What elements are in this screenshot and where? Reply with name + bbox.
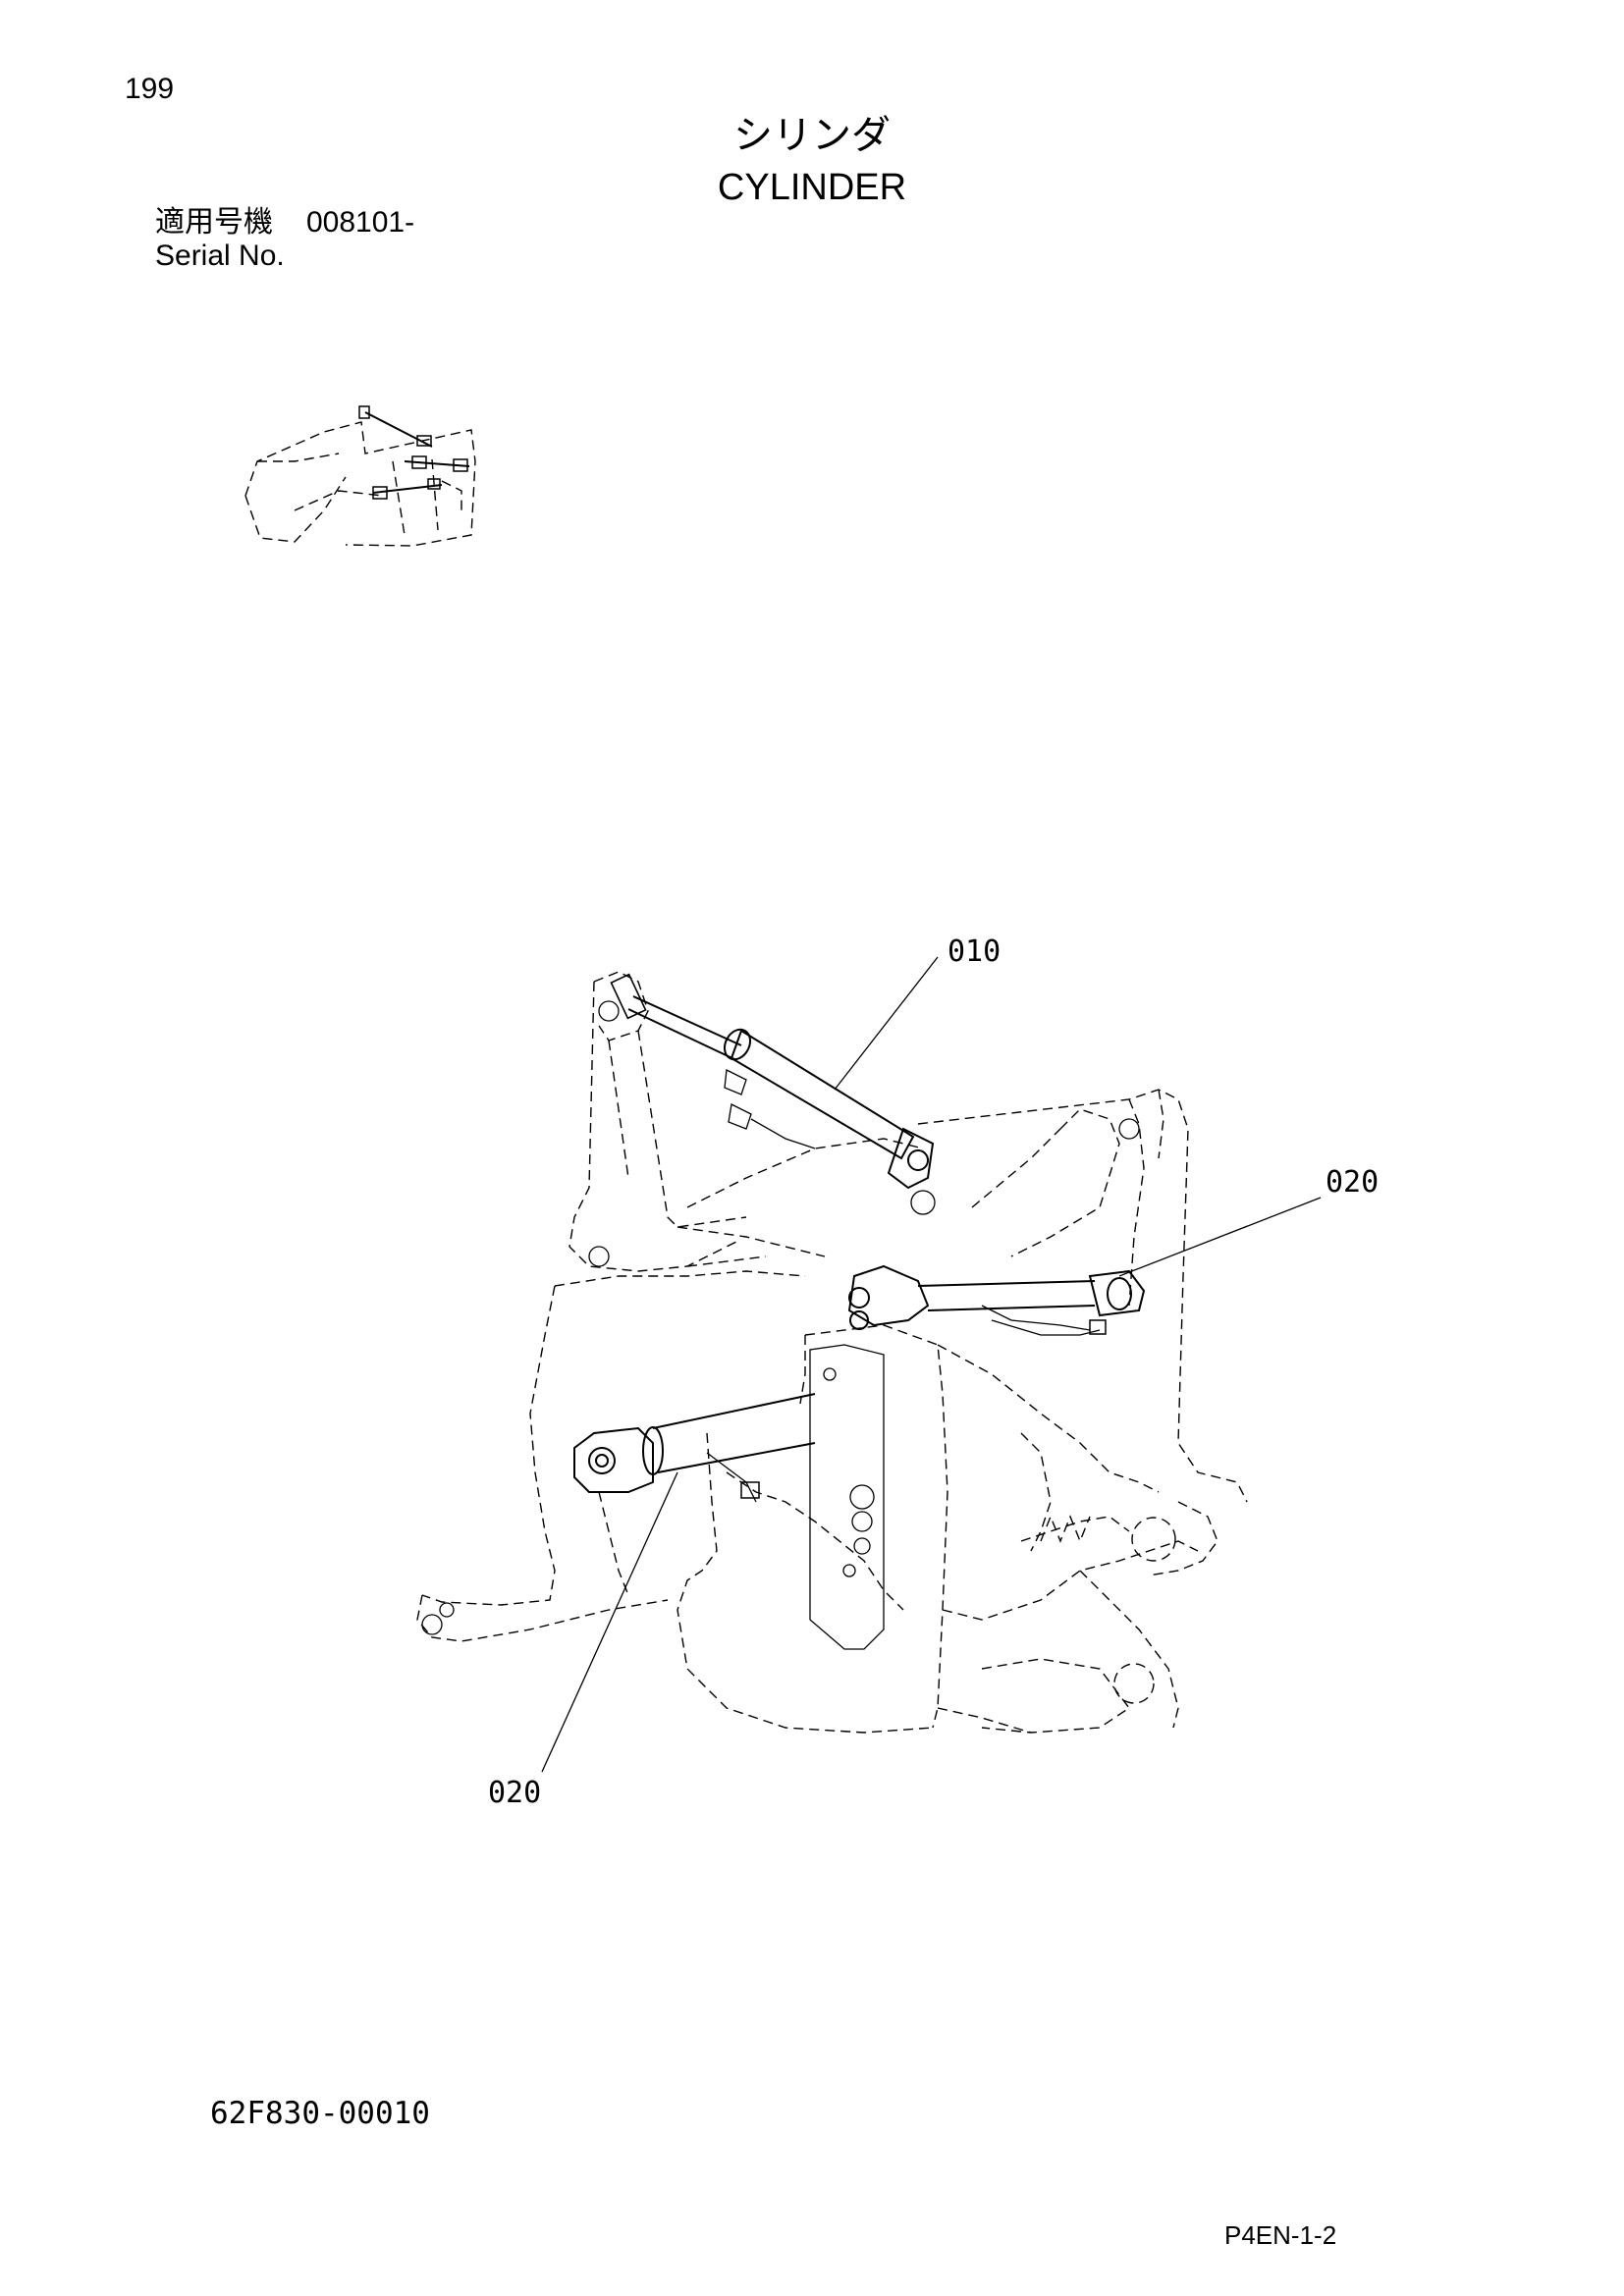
page-code: P4EN-1-2 [1224, 2220, 1337, 2250]
serial-number-value: 008101- [306, 206, 415, 239]
page-title-english: CYLINDER [717, 167, 907, 208]
page-number: 199 [125, 73, 175, 105]
cylinder-020-left [573, 1393, 816, 1503]
serial-label-japanese: 適用号機 [155, 205, 273, 240]
overview-thumbnail [244, 405, 476, 547]
callout-part-010: 010 [947, 934, 1001, 969]
callout-part-020-left: 020 [488, 1776, 542, 1810]
cylinder-010 [610, 973, 935, 1190]
callout-part-020-right: 020 [1326, 1165, 1380, 1200]
cylinder-020-right [847, 1264, 1146, 1336]
main-assembly-drawing [416, 956, 1322, 1773]
document-number: 62F830-00010 [210, 2096, 430, 2131]
page-title-japanese: シリンダ [733, 113, 891, 158]
serial-label-english: Serial No. [155, 240, 285, 272]
